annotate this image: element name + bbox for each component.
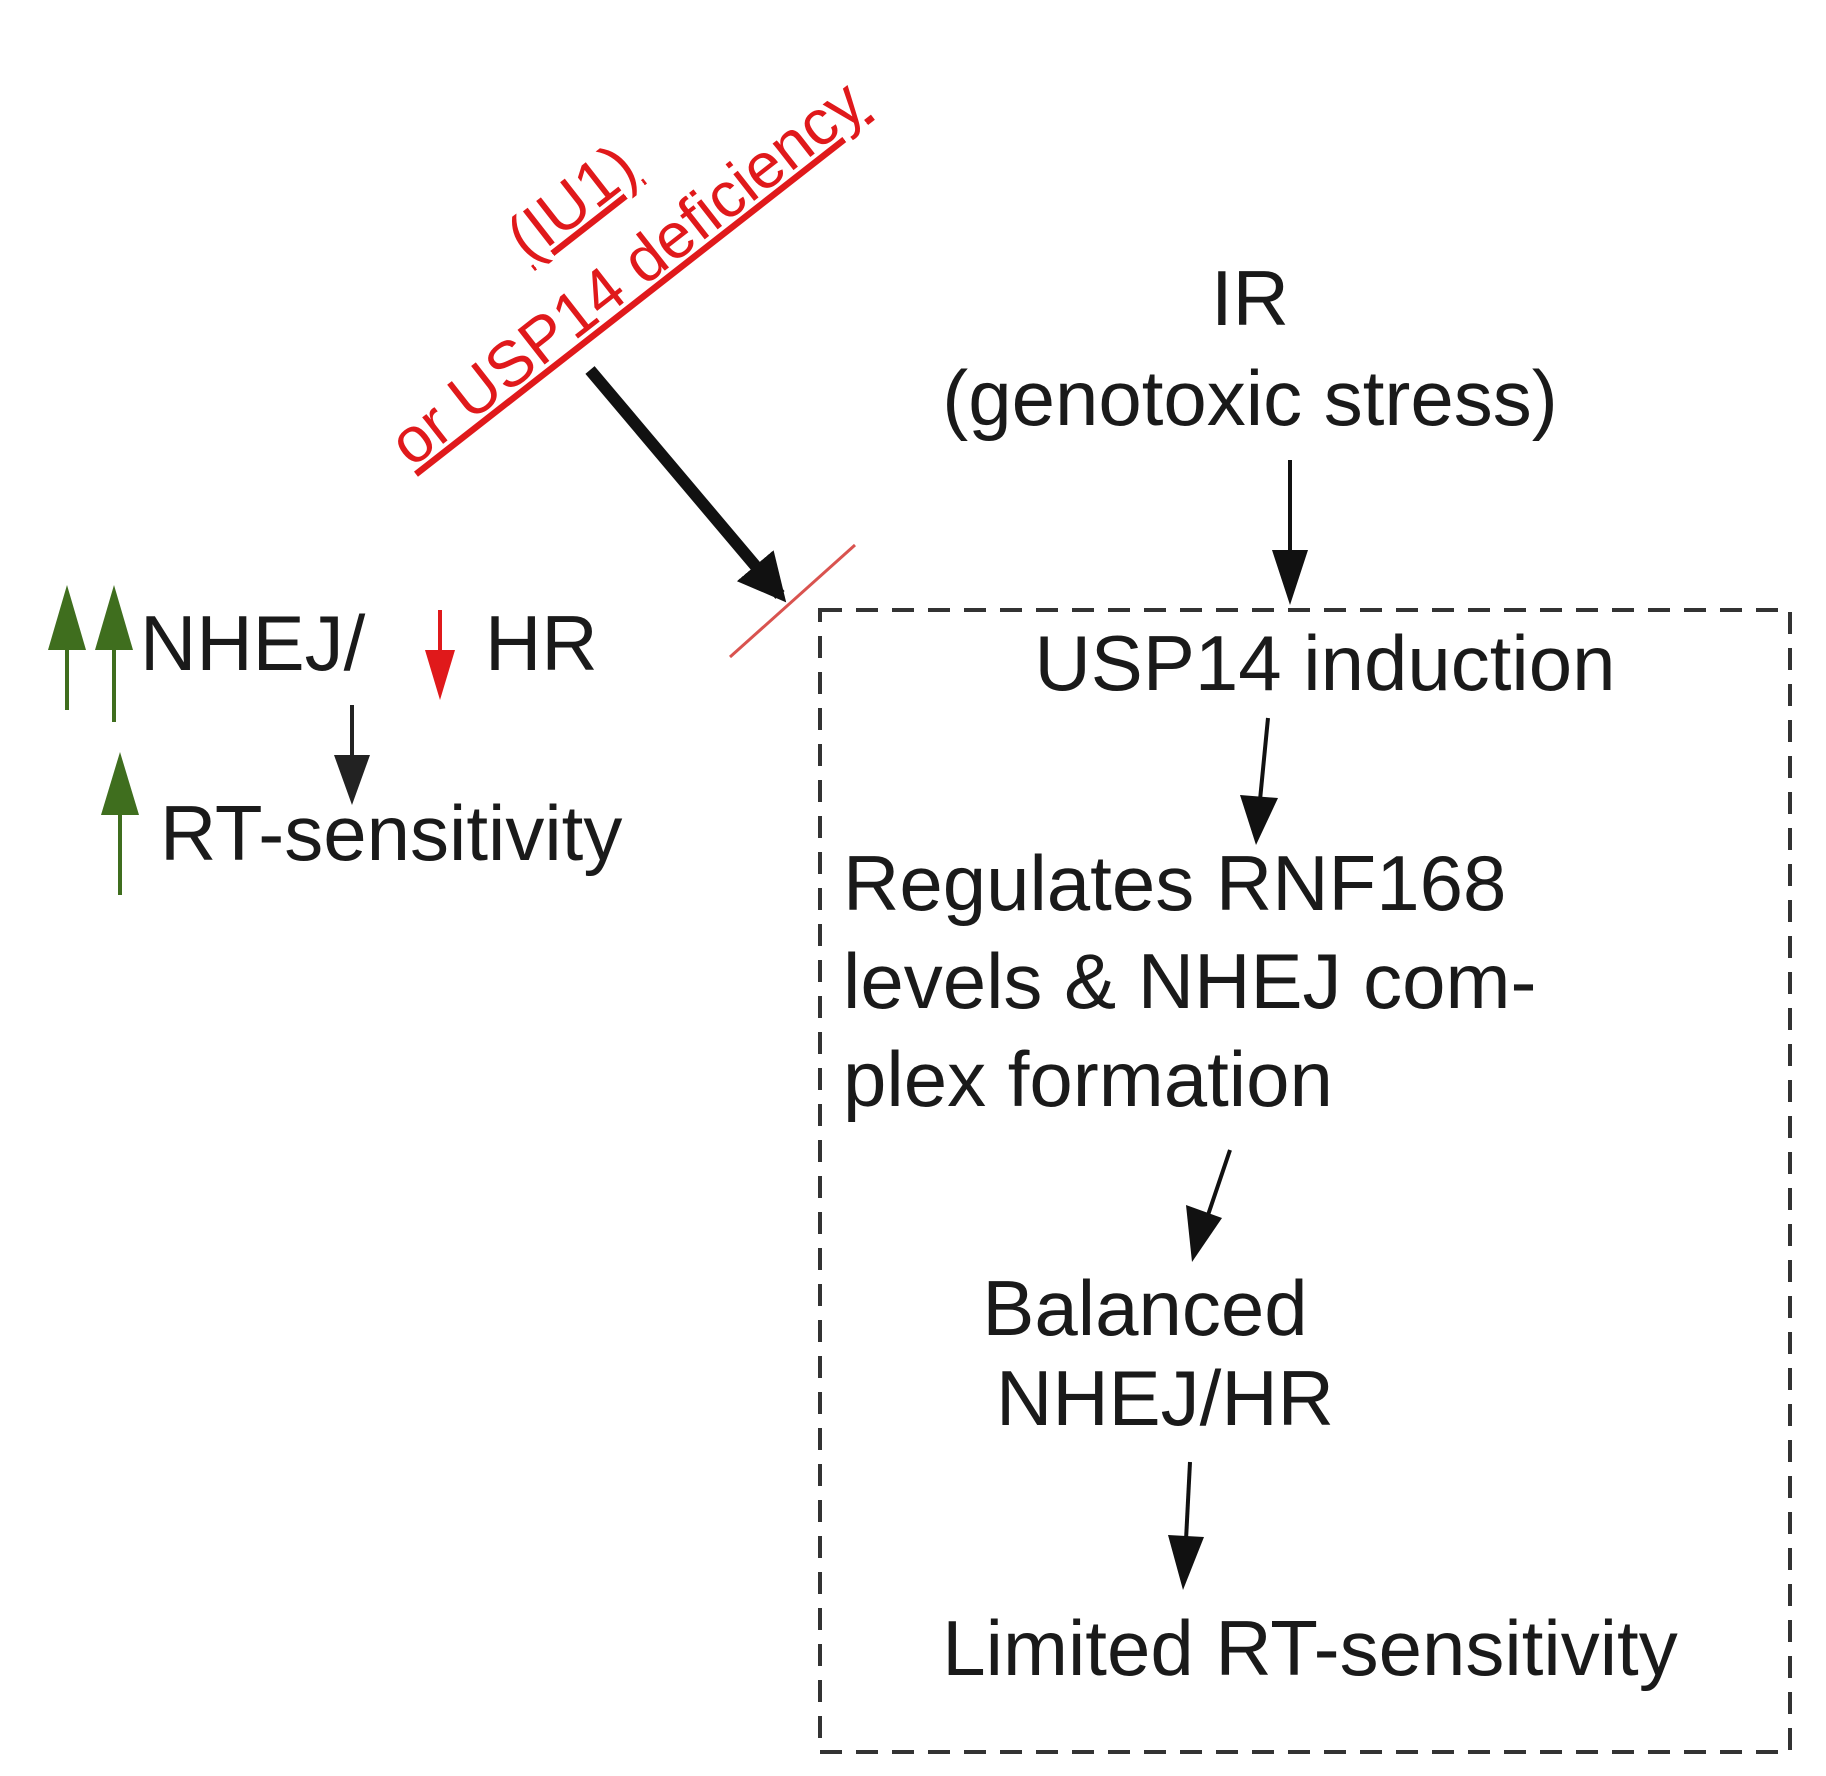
pathway-usp14-induction: USP14 induction	[1034, 619, 1615, 707]
arrow-down-icon	[1186, 1149, 1232, 1262]
arrow-down-icon	[1240, 717, 1278, 845]
arrow-down-icon	[425, 610, 455, 700]
pathway-balanced-line2: NHEJ/HR	[996, 1354, 1334, 1442]
pathway-regulates-line2: levels & NHEJ com-	[843, 937, 1536, 1025]
arrow-up-icon	[101, 752, 139, 895]
arrow-down-icon	[1168, 1461, 1204, 1590]
left-repair-hr: HR	[485, 599, 598, 687]
arrow-down-icon	[1272, 460, 1308, 605]
pathway-balanced-line1: Balanced	[982, 1264, 1307, 1352]
stimulus-ir: IR	[1211, 254, 1289, 342]
pathway-regulates-line1: Regulates RNF168	[843, 839, 1506, 927]
pathway-regulates-line3: plex formation	[843, 1035, 1333, 1123]
left-rt-sensitivity: RT-sensitivity	[160, 789, 622, 877]
left-repair-nhej: NHEJ/	[140, 599, 366, 687]
arrow-up-icon	[48, 585, 86, 710]
arrow-down-icon	[334, 705, 370, 805]
pathway-limited-rt-sensitivity: Limited RT-sensitivity	[942, 1604, 1677, 1692]
inhibition-bar	[728, 543, 857, 659]
stimulus-genotoxic-stress: (genotoxic stress)	[942, 354, 1558, 442]
inhibitor-arrow	[585, 366, 787, 603]
arrow-up-icon	[95, 585, 133, 722]
usp14-pathway-box	[818, 608, 1792, 1754]
inhibitor-label-group: (IU1) or USP14 deficiency	[376, 66, 877, 480]
